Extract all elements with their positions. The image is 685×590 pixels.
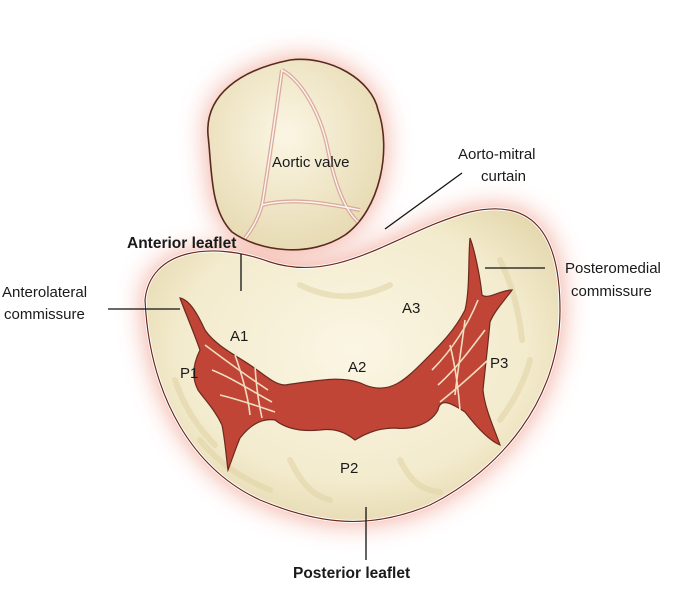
aortic-valve-shape (207, 58, 385, 251)
label-anterolateral-2: commissure (4, 306, 85, 323)
segment-p2: P2 (340, 460, 358, 477)
segment-p1: P1 (180, 365, 198, 382)
segment-a2: A2 (348, 359, 366, 376)
segment-a3: A3 (402, 300, 420, 317)
segment-p3: P3 (490, 355, 508, 372)
label-aorto-mitral-2: curtain (481, 168, 526, 185)
segment-a1: A1 (230, 328, 248, 345)
label-anterior-leaflet: Anterior leaflet (127, 235, 236, 252)
leader-lines (108, 172, 545, 560)
label-posteromedial-2: commissure (571, 283, 652, 300)
label-posteromedial-1: Posteromedial (565, 260, 661, 277)
valve-orifice (179, 237, 514, 473)
mitral-valve-body (143, 207, 562, 523)
label-anterolateral-1: Anterolateral (2, 284, 87, 301)
label-aortic-valve: Aortic valve (272, 154, 350, 171)
label-aorto-mitral-1: Aorto-mitral (458, 146, 536, 163)
label-posterior-leaflet: Posterior leaflet (293, 565, 410, 582)
